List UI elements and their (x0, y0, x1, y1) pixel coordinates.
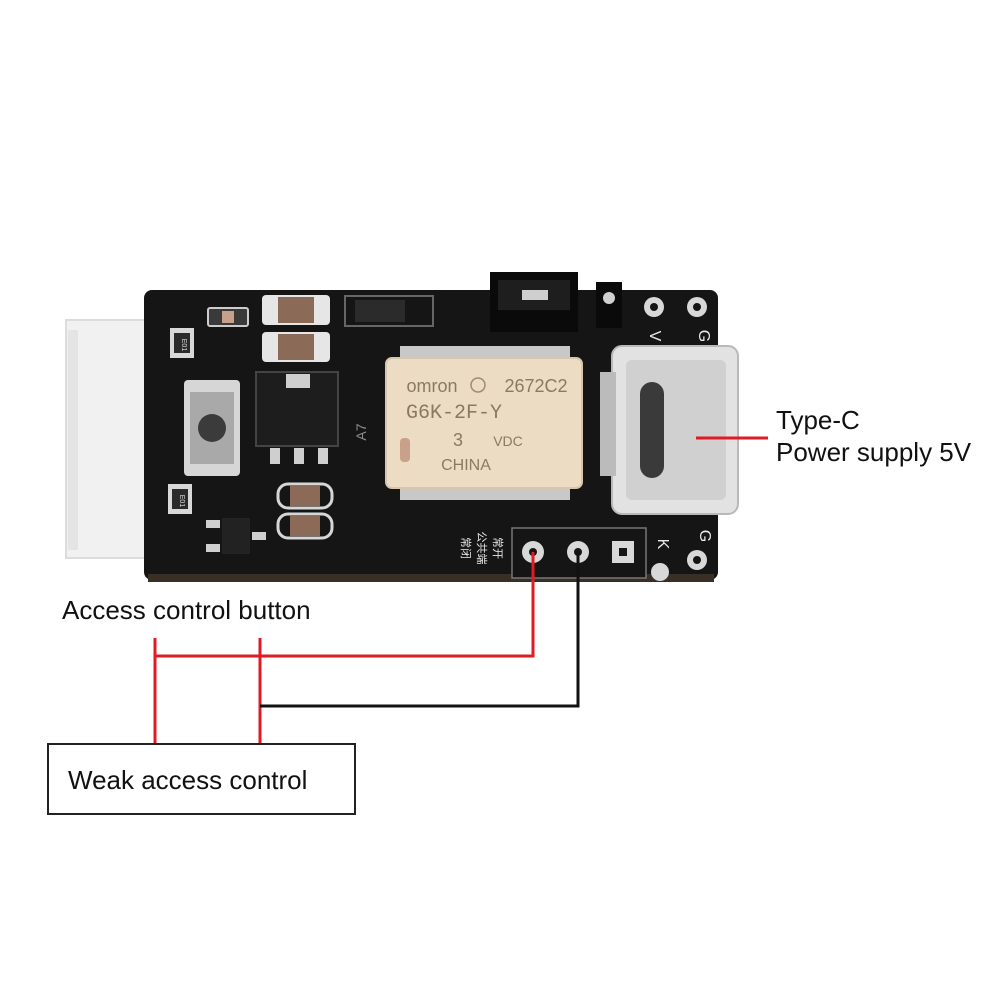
pad-k (651, 563, 669, 581)
jumper-pin-2-head (603, 292, 615, 304)
transistor-pin-3 (252, 532, 266, 540)
jumper-pin (522, 290, 548, 300)
smd-e01-bottom-body (172, 489, 188, 509)
capacitor-4-body (290, 516, 320, 536)
capacitor-4 (276, 512, 334, 540)
relay-pins-bottom (400, 486, 570, 500)
relay-mark (470, 377, 486, 393)
regulator-tab (286, 374, 310, 388)
relay-voltage: 3 (453, 430, 463, 450)
relay-body (385, 357, 583, 489)
capacitor-3-body (290, 486, 320, 506)
smd-e01-top-label: E01 (180, 339, 187, 352)
pcb-edge (148, 574, 714, 582)
power-supply-label: Power supply 5V (776, 437, 972, 467)
side-connector (65, 319, 147, 559)
side-connector-slot (68, 330, 78, 550)
led-lens (222, 311, 234, 323)
jumper-pin-2 (596, 282, 622, 328)
relay-brand: omron (406, 376, 457, 396)
relay-vdc: VDC (493, 433, 523, 449)
tactile-switch-button (198, 414, 226, 442)
wire-black-com (260, 552, 580, 708)
pin-label-g-bottom: G (696, 530, 713, 542)
smd-a7-label: A7 (353, 423, 369, 440)
smd-e01-bottom-label: E01 (178, 495, 185, 508)
smd-e01-top-body (174, 333, 190, 353)
relay-origin: CHINA (441, 457, 491, 474)
terminal-no-hole (619, 548, 627, 556)
usb-c-contacts (600, 372, 616, 476)
terminal-com-label: 公共端 (475, 532, 488, 565)
weak-access-control-label: Weak access control (68, 765, 308, 795)
regulator-pin-3 (318, 448, 328, 464)
relay-lot: 2672C2 (504, 376, 567, 396)
pad-g-bottom-hole (693, 556, 701, 564)
relay-pin1-mark (400, 438, 410, 462)
relay-pins-top (400, 346, 570, 360)
transistor (222, 518, 250, 554)
regulator-pin-1 (270, 448, 280, 464)
pin-label-g-top: G (695, 330, 712, 342)
capacitor-3 (276, 482, 334, 510)
capacitor-2-body (278, 334, 314, 360)
capacitor-1-body (278, 297, 314, 323)
terminal-nc-label: 常闭 (459, 537, 472, 559)
transistor-pin-2 (206, 544, 220, 552)
usb-c-opening (640, 382, 664, 478)
weak-access-control-box (47, 743, 356, 815)
pad-g-top-hole (693, 303, 701, 311)
relay-model: G6K-2F-Y (406, 402, 502, 425)
terminal-no-label: 常开 (491, 537, 504, 559)
pin-label-v: V (646, 331, 663, 342)
wire-red-nc (153, 552, 535, 745)
diode-body (355, 300, 405, 322)
access-control-button-label: Access control button (62, 595, 311, 625)
diode-outline (344, 295, 434, 327)
transistor-pin-1 (206, 520, 220, 528)
pad-v-hole (650, 303, 658, 311)
regulator-pin-2 (294, 448, 304, 464)
pin-label-k: K (654, 539, 671, 550)
type-c-label: Type-C (776, 405, 860, 435)
